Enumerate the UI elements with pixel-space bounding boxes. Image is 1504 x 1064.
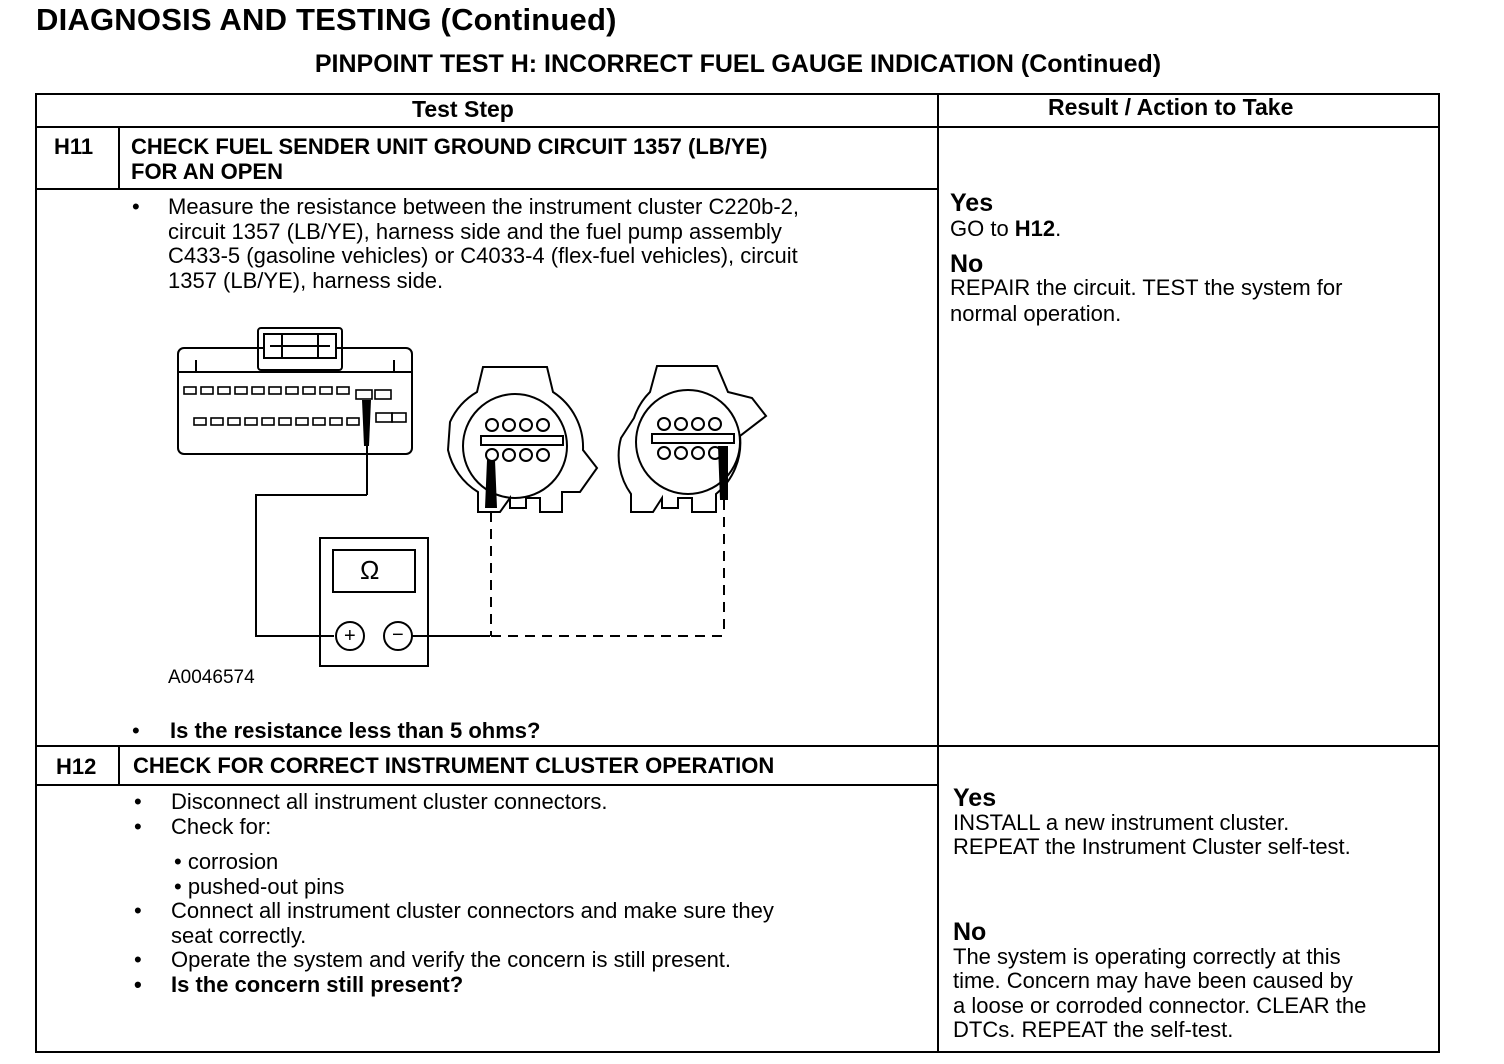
header-row-divider: [35, 126, 1440, 128]
h11-instruction-line1: Measure the resistance between the instr…: [168, 194, 799, 219]
h12-bullet-2: •: [134, 814, 142, 839]
h11-question-bullet: •: [132, 718, 140, 743]
column-header-result: Result / Action to Take: [1048, 94, 1294, 120]
column-divider: [937, 93, 939, 1053]
h11-question: Is the resistance less than 5 ohms?: [170, 718, 541, 743]
pinpoint-test-title: PINPOINT TEST H: INCORRECT FUEL GAUGE IN…: [314, 50, 1162, 78]
step-id-divider-h11: [118, 126, 120, 189]
h11-yes-label: Yes: [950, 189, 994, 217]
h12-no-line4: DTCs. REPEAT the self-test.: [953, 1017, 1234, 1042]
h11-title-line2: FOR AN OPEN: [131, 159, 283, 184]
figure-id: A0046574: [168, 667, 255, 688]
h11-yes-action: GO to H12.: [950, 216, 1061, 241]
h12-bullet-5: •: [134, 972, 142, 997]
fuel-pump-connector-flex-fuel: [617, 365, 768, 513]
h11-no-line2: normal operation.: [950, 301, 1122, 326]
h12-bullet-4: •: [134, 947, 142, 972]
h12-step1: Disconnect all instrument cluster connec…: [171, 789, 608, 814]
pinpoint-test-table: [35, 93, 1440, 1053]
column-header-test-step: Test Step: [412, 96, 514, 122]
h11-instruction-line4: 1357 (LB/YE), harness side.: [168, 268, 444, 293]
h11-no-label: No: [950, 250, 984, 278]
h12-no-line2: time. Concern may have been caused by: [953, 968, 1353, 993]
h11-bullet: •: [132, 194, 140, 219]
h12-question: Is the concern still present?: [171, 972, 464, 997]
ohm-symbol: Ω: [360, 555, 380, 585]
h12-yes-line1: INSTALL a new instrument cluster.: [953, 810, 1290, 835]
page-title: DIAGNOSIS AND TESTING (Continued): [36, 2, 617, 37]
h11-instruction-line2: circuit 1357 (LB/YE), harness side and t…: [168, 219, 782, 244]
h11-yes-prefix: GO to: [950, 216, 1015, 241]
h12-no-line3: a loose or corroded connector. CLEAR the: [953, 993, 1367, 1018]
h12-sub1: • corrosion: [174, 849, 279, 874]
h11-instruction-line3: C433-5 (gasoline vehicles) or C4033-4 (f…: [168, 243, 798, 268]
h12-yes-label: Yes: [953, 784, 997, 812]
meter-positive-terminal: +: [344, 625, 356, 647]
h12-title-divider: [35, 784, 938, 786]
h12-bullet-3: •: [134, 898, 142, 923]
h12-step2: Check for:: [171, 814, 272, 839]
step-id-h11: H11: [54, 134, 94, 159]
meter-negative-terminal: −: [392, 624, 404, 646]
h12-step3-line2: seat correctly.: [171, 923, 307, 948]
h12-yes-line2: REPEAT the Instrument Cluster self-test.: [953, 834, 1351, 859]
h12-step3-line1: Connect all instrument cluster connector…: [171, 898, 774, 923]
h11-title-line1: CHECK FUEL SENDER UNIT GROUND CIRCUIT 13…: [131, 134, 768, 159]
h11-title-divider: [35, 188, 938, 190]
ohmmeter: [319, 537, 490, 667]
h11-yes-suffix: .: [1055, 216, 1062, 241]
h12-no-line1: The system is operating correctly at thi…: [953, 944, 1341, 969]
h12-step4: Operate the system and verify the concer…: [171, 947, 732, 972]
step-id-divider-h12: [118, 745, 120, 785]
h12-bullet-1: •: [134, 789, 142, 814]
h12-no-label: No: [953, 918, 987, 946]
step-divider: [35, 745, 1440, 747]
instrument-cluster-connector: [177, 327, 413, 455]
step-id-h12: H12: [56, 754, 97, 779]
fuel-pump-connector-gasoline: [446, 366, 599, 513]
h12-sub2: • pushed-out pins: [174, 874, 345, 899]
h12-title: CHECK FOR CORRECT INSTRUMENT CLUSTER OPE…: [133, 753, 775, 778]
h11-no-line1: REPAIR the circuit. TEST the system for: [950, 275, 1343, 300]
h11-yes-target: H12: [1014, 216, 1056, 241]
